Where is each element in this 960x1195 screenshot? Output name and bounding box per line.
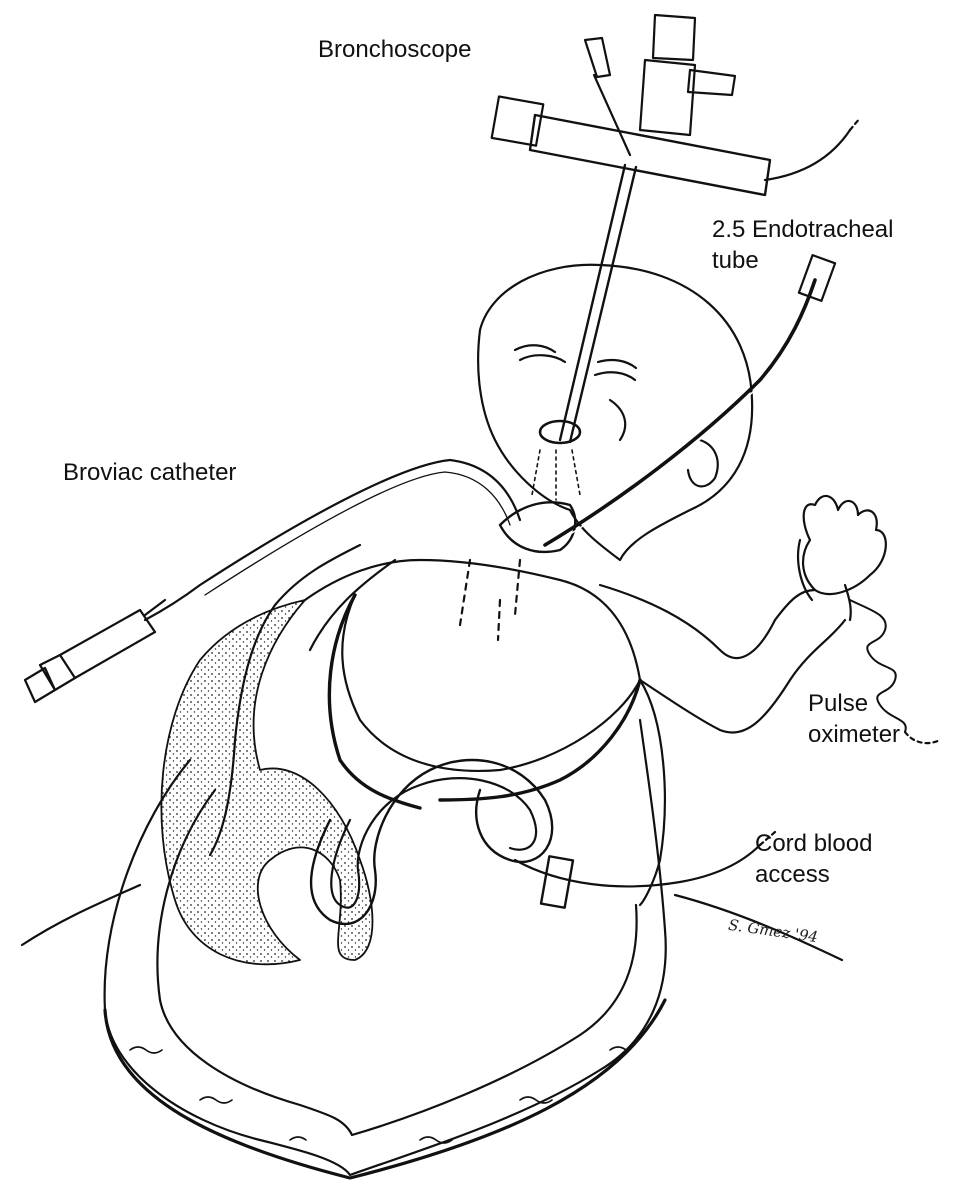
bronchoscope-shaft [558,163,638,444]
fetus-brow [513,344,638,370]
fetus-right-arm [598,583,817,660]
cord-blood-clamp [539,855,575,909]
bronchoscope-light-cable [763,128,852,182]
drape-line-right [673,893,844,962]
light-rays [531,449,581,501]
uterine-wall-inner [156,788,638,1137]
cord-blood-line-end [758,830,777,847]
syringe [23,598,167,704]
bronchoscope-cable-end [848,116,862,132]
trachea-dashes [458,558,522,642]
incision-right [438,678,642,802]
label-broviac-text: Broviac catheter [63,459,237,486]
bronchoscope-port-upper [638,13,737,137]
fetus-cheek [608,398,627,442]
uterine-wall-outer [103,718,667,1177]
umbilical-cord [309,758,554,926]
fetus-right-arm-lower [638,618,847,734]
uterine-rim-texture [129,1046,627,1144]
bronchoscope-body [528,113,772,197]
label-cord-blood-access: Cord blood access [755,828,872,890]
incision-right-hatch [638,678,666,907]
label-broviac-catheter: Broviac catheter [63,457,236,488]
fetus-mouth [538,419,582,445]
fetus-hand [802,494,887,595]
drape-line-left [20,883,142,947]
neck-incision [498,501,577,554]
endotracheal-connector [797,254,837,302]
fetus-ear [686,438,719,488]
fetus-left-arm-inner [308,558,397,652]
fetus-eye-left [518,354,567,364]
broviac-catheter [143,458,522,622]
label-endotracheal-tube: 2.5 Endotracheal tube [712,214,893,276]
label-endotracheal-line2: tube [712,247,759,274]
label-pulse-oximeter: Pulse oximeter [808,688,900,750]
endotracheal-tube-inner [547,382,763,549]
fetus-eye-right [593,371,637,382]
endotracheal-tube [543,278,817,547]
label-cord-line1: Cord blood [755,830,873,857]
pulse-oximeter-cable [849,599,907,733]
fetus-wrist-band [797,538,852,622]
uterine-rim [103,998,667,1180]
bronchoscope-side-port [583,36,632,157]
incision-left [327,593,422,810]
label-pulse-line2: oximeter [808,721,901,748]
label-endotracheal-line1: 2.5 Endotracheal [712,216,894,243]
broviac-catheter-inner [204,471,511,596]
membrane-stippled [160,599,374,966]
bronchoscope-eyepiece [490,95,545,147]
label-bronchoscope: Bronchoscope [318,34,471,65]
label-cord-line2: access [755,861,830,888]
umbilical-cord-inner [330,777,538,909]
label-bronchoscope-text: Bronchoscope [318,36,472,63]
pulse-oximeter-cable-end [903,730,942,745]
cord-blood-line [513,843,762,888]
fetus-left-arm [208,543,362,857]
label-pulse-line1: Pulse [808,690,869,717]
